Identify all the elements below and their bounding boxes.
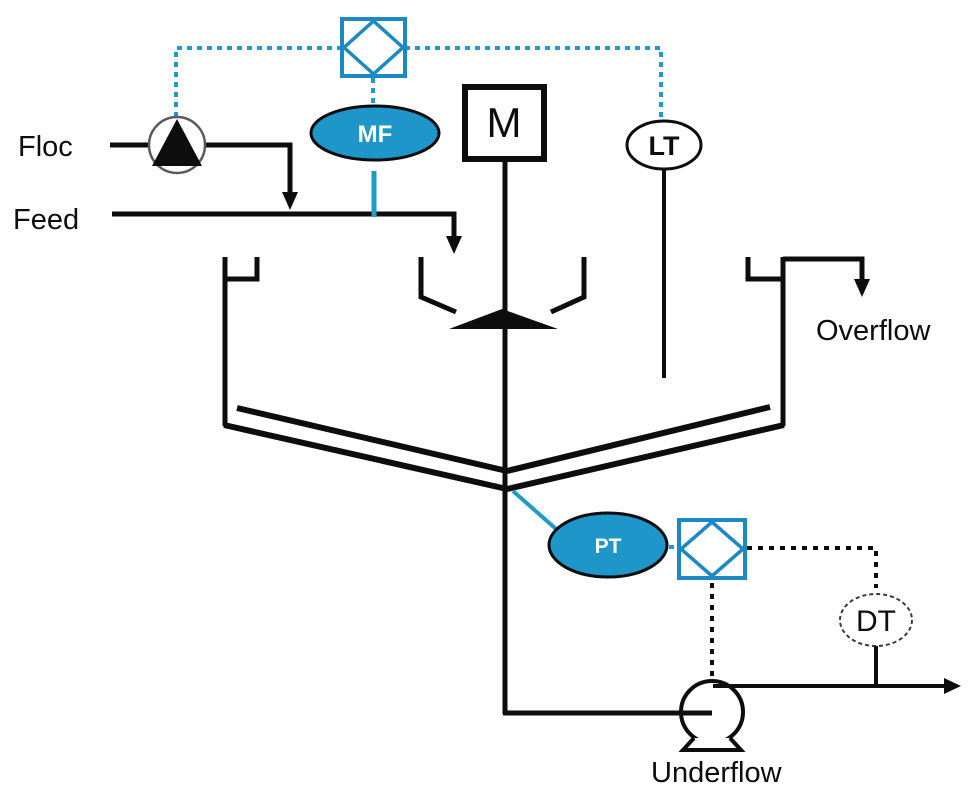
feed-line	[112, 211, 457, 238]
tank-right-launder	[745, 257, 781, 282]
signal-pump-to-controller	[174, 46, 341, 117]
density-transmitter-instrument: DT	[839, 593, 913, 684]
lt-label: LT	[649, 131, 680, 161]
dt-label: DT	[856, 605, 896, 638]
down-arrow-icon	[282, 192, 298, 210]
floc-pump-triangle	[152, 119, 202, 166]
controller-diamond	[341, 18, 406, 77]
overflow-label: Overflow	[816, 315, 931, 347]
underflow-label: Underflow	[651, 757, 783, 789]
tank-left-launder	[227, 257, 260, 282]
controller-square	[677, 518, 747, 580]
motor-outline	[462, 84, 547, 162]
down-arrow-icon	[446, 236, 462, 254]
pt-label: PT	[595, 535, 622, 558]
mf-bubble	[309, 104, 441, 162]
controller-diamond-icon-top	[340, 17, 407, 78]
controller-diamond	[678, 519, 746, 579]
overflow-line	[783, 256, 865, 281]
level-transmitter-instrument: LT	[625, 119, 703, 171]
signal-lines-black	[710, 546, 878, 679]
tank-cone-inner-left	[236, 405, 508, 474]
thickener-tank	[222, 257, 786, 492]
signal-lines-blue	[174, 46, 678, 549]
floc-pump-icon	[147, 115, 207, 175]
signal-controller-to-dt	[747, 546, 878, 588]
motor-label: M	[487, 99, 522, 146]
signal-controller-to-lt	[405, 46, 663, 118]
floc-label: Floc	[18, 131, 73, 163]
rake-icon	[449, 309, 558, 329]
down-arrow-icon	[854, 279, 870, 297]
dt-bubble	[839, 593, 913, 647]
feedwell-right	[549, 257, 587, 315]
lt-bubble	[625, 119, 703, 171]
pressure-transmitter-instrument: PT	[547, 511, 669, 579]
flow-transmitter-instrument: MF	[309, 104, 441, 162]
motor-box: M	[462, 84, 547, 162]
feed-label: Feed	[13, 204, 79, 236]
pt-tap-line	[511, 489, 558, 531]
right-arrow-icon	[944, 678, 961, 694]
pump-base	[678, 736, 746, 752]
mf-label: MF	[358, 121, 393, 148]
pt-bubble	[547, 511, 669, 579]
controller-diamond-icon-bottom	[677, 518, 747, 580]
controller-square	[340, 17, 407, 78]
tank-cone-inner-right	[506, 404, 771, 474]
tank-cone-outer-left	[223, 422, 508, 492]
tank-cone-outer-right	[506, 422, 785, 492]
feedwell-left	[418, 257, 457, 315]
